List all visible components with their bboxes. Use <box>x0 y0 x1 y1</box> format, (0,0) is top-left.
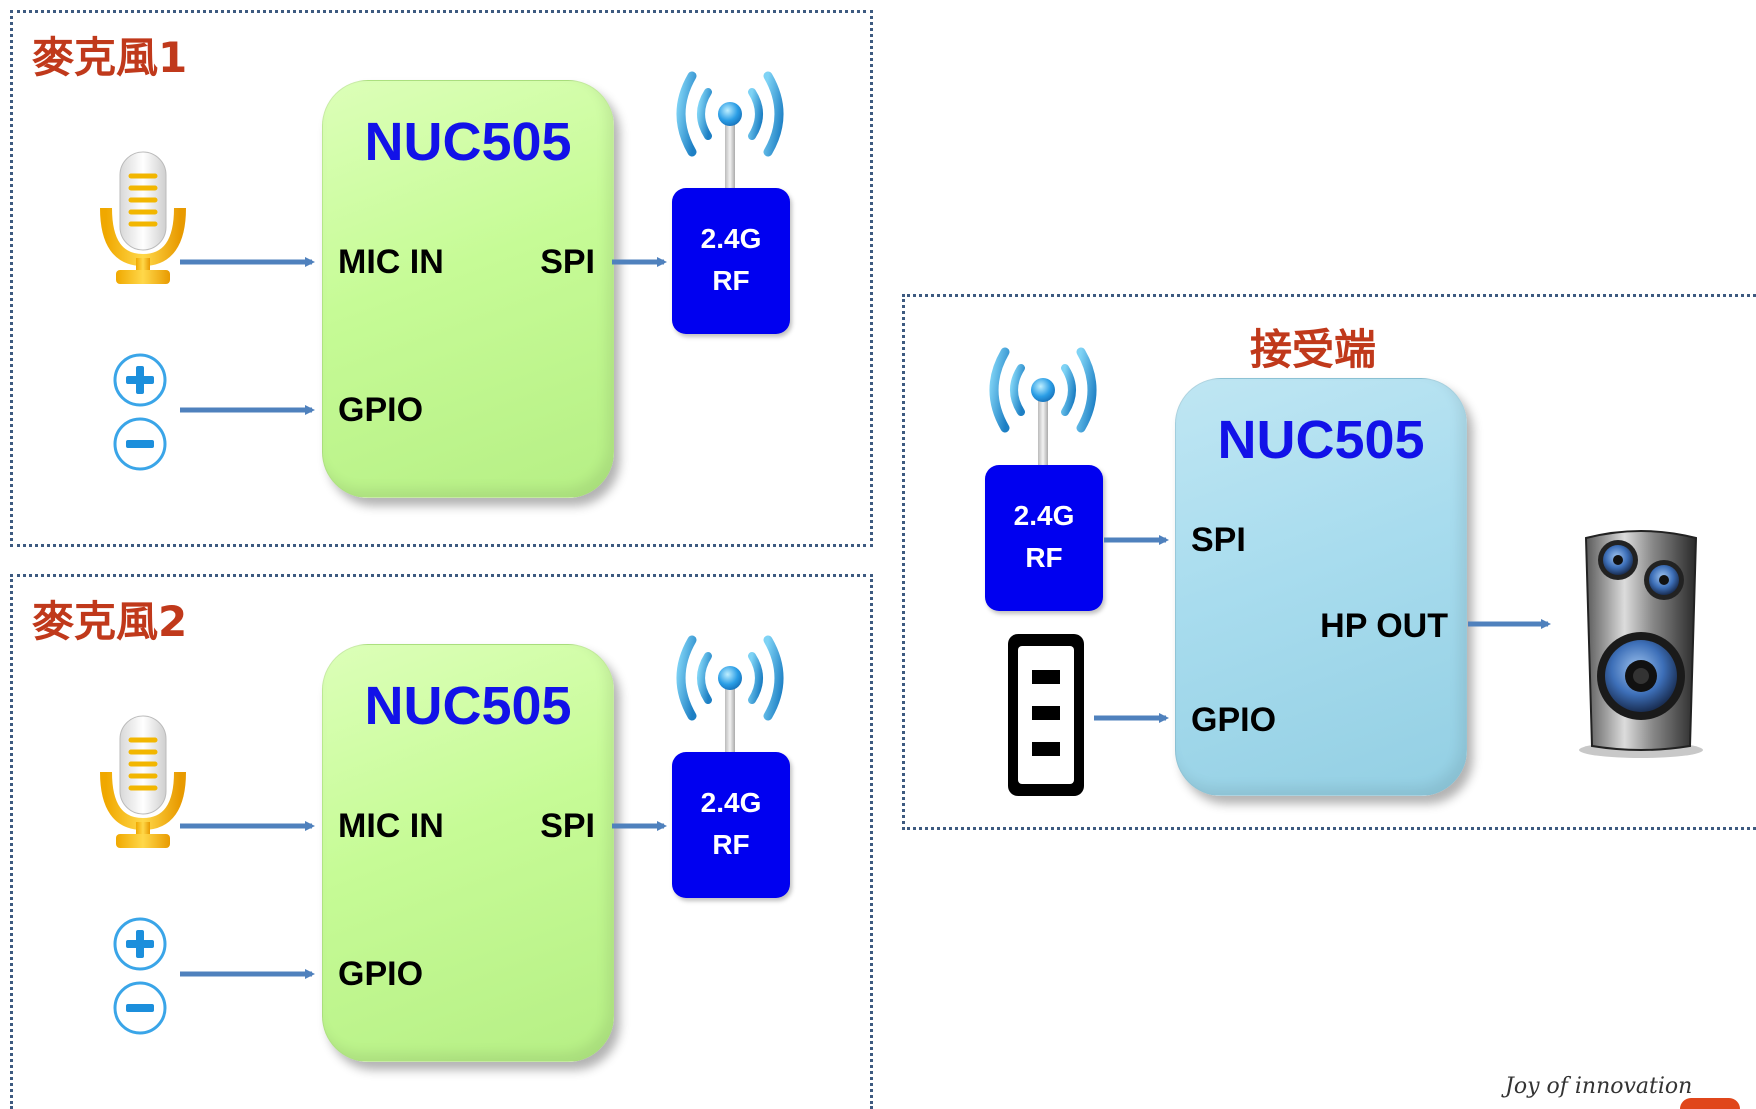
mic1-chip: NUC505 MIC IN SPI GPIO <box>322 80 614 498</box>
receiver-rf-module: 2.4G RF <box>985 465 1103 611</box>
mic1-microphone-icon <box>100 151 186 284</box>
mic2-rf-module: 2.4G RF <box>672 752 790 898</box>
mic2-antenna-icon <box>676 635 784 756</box>
panel-mic2-title: 麥克風2 <box>32 597 188 646</box>
mic2-chip: NUC505 MIC IN SPI GPIO <box>322 644 614 1062</box>
panel-receiver <box>902 294 1756 830</box>
mic2-pin-mic-in: MIC IN <box>338 807 444 845</box>
mic1-rf-label-2: RF <box>712 265 750 296</box>
mic1-rf-module: 2.4G RF <box>672 188 790 334</box>
receiver-chip: NUC505 SPI HP OUT GPIO <box>1175 378 1467 796</box>
receiver-battery-icon <box>1008 634 1084 796</box>
panel-receiver-title: 接受端 <box>1250 325 1377 374</box>
panel-mic2 <box>10 574 873 1109</box>
mic1-plus-icon <box>113 353 167 407</box>
panel-mic1-title: 麥克風1 <box>32 33 188 82</box>
mic2-rf-label-2: RF <box>712 829 750 860</box>
receiver-rf-label-2: RF <box>1025 542 1063 573</box>
mic1-pin-mic-in: MIC IN <box>338 243 444 281</box>
receiver-pin-hp-out: HP OUT <box>1320 607 1448 645</box>
mic2-pin-spi: SPI <box>540 807 595 845</box>
receiver-chip-title: NUC505 <box>1217 410 1425 470</box>
footer-logo-fragment <box>1680 1098 1740 1109</box>
mic1-rf-label-1: 2.4G <box>700 223 762 254</box>
receiver-rf-label-1: 2.4G <box>1013 500 1075 531</box>
mic2-plus-icon <box>113 917 167 971</box>
mic1-chip-title: NUC505 <box>364 112 572 172</box>
mic2-pin-gpio: GPIO <box>338 955 424 993</box>
footer-tagline: Joy of innovation <box>1505 1074 1693 1099</box>
receiver-pin-spi: SPI <box>1191 521 1246 559</box>
mic1-minus-icon <box>113 417 167 471</box>
mic1-pin-spi: SPI <box>540 243 595 281</box>
mic2-chip-title: NUC505 <box>364 676 572 736</box>
mic2-microphone-icon <box>100 715 186 848</box>
mic2-rf-label-1: 2.4G <box>700 787 762 818</box>
mic1-pin-gpio: GPIO <box>338 391 424 429</box>
receiver-speaker-icon <box>1579 530 1703 758</box>
receiver-antenna-icon <box>989 347 1097 468</box>
mic1-antenna-icon <box>676 71 784 192</box>
mic2-minus-icon <box>113 981 167 1035</box>
receiver-pin-gpio: GPIO <box>1191 701 1277 739</box>
panel-mic1 <box>10 10 873 547</box>
